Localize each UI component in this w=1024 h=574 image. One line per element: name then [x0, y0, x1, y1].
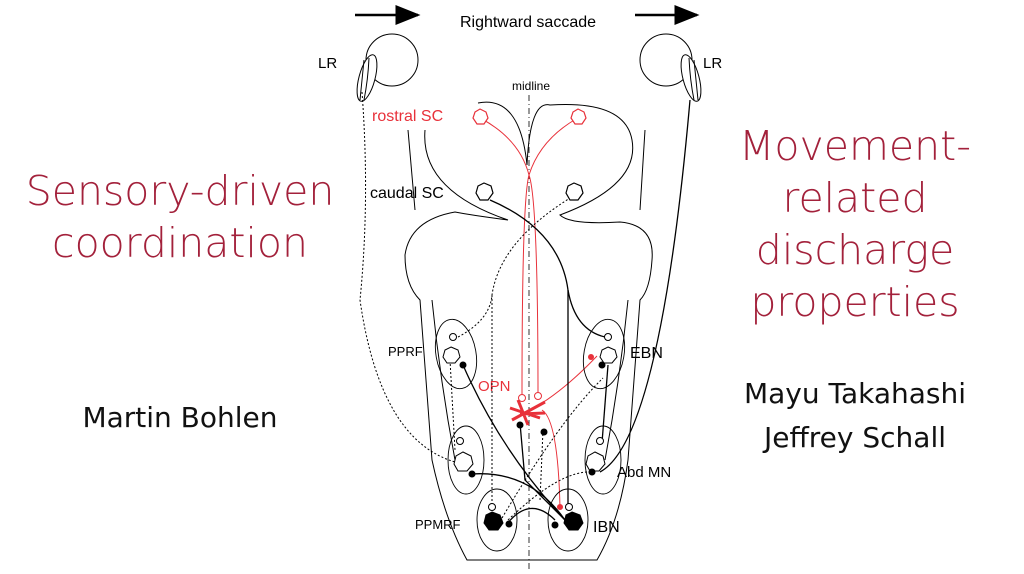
label-abd-mn: Abd MN [617, 464, 671, 481]
rostral-sc-neurons [472, 108, 587, 125]
right-title-line: discharge [755, 226, 955, 274]
left-abd-nucleus [447, 425, 485, 495]
brainstem-outline [404, 101, 653, 561]
nucleus-neurons [442, 333, 618, 531]
label-rostral-sc: rostral SC [372, 108, 443, 125]
opn-neuron [509, 399, 546, 426]
ebn-nucleus [582, 318, 626, 390]
abd-mn-nucleus [584, 425, 622, 495]
caudal-sc-neurons [475, 182, 584, 201]
label-ibn: IBN [593, 519, 620, 536]
label-lr-left: LR [318, 55, 337, 72]
author-name: Mayu Takahashi [743, 377, 967, 410]
pprf-nucleus [434, 318, 478, 390]
left-author: Martin Bohlen [82, 401, 278, 434]
red-pathways [481, 118, 598, 509]
label-opn: OPN [478, 378, 511, 395]
left-title-line: coordination [52, 219, 308, 267]
right-title-line: Movement- [739, 122, 971, 170]
label-lr-right: LR [703, 55, 722, 72]
right-authors: Mayu Takahashi Jeffrey Schall [690, 372, 1020, 460]
label-pprf: PPRF [388, 344, 423, 359]
right-title-line: properties [750, 278, 960, 326]
left-title: Sensory-driven coordination [10, 165, 350, 269]
label-ppmrf: PPMRF [415, 517, 461, 532]
ibn-nucleus [547, 488, 589, 552]
eye-left [356, 33, 419, 102]
ppmrf-nucleus [476, 488, 518, 552]
label-midline: midline [512, 79, 550, 93]
left-title-line: Sensory-driven [25, 167, 335, 215]
right-title: Movement- related discharge properties [690, 120, 1020, 328]
label-ebn: EBN [630, 345, 663, 362]
label-caudal-sc: caudal SC [370, 185, 444, 202]
nuclei [434, 318, 626, 552]
author-name: Jeffrey Schall [764, 421, 946, 454]
black-pathways [462, 99, 691, 525]
right-title-line: related [782, 174, 928, 222]
diagram-title: Rightward saccade [460, 14, 596, 31]
dotted-pathways [359, 91, 604, 521]
eye-right [639, 33, 702, 102]
